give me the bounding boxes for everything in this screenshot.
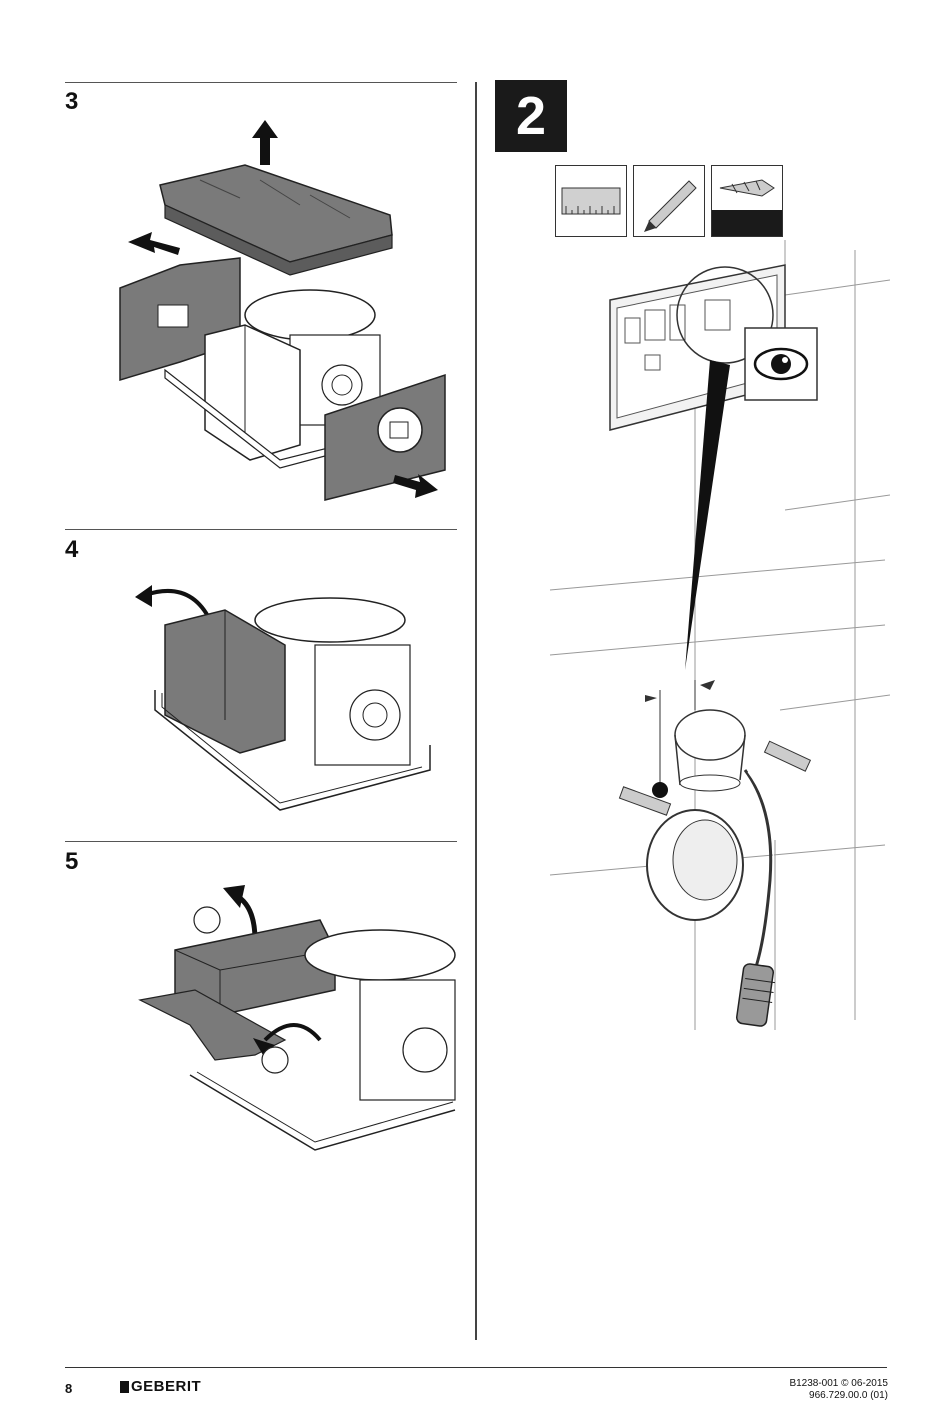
pencil-icon <box>633 165 705 237</box>
step-5-illustration <box>135 880 460 1160</box>
divider-top-left <box>65 82 457 83</box>
brand-name: GEBERIT <box>131 1378 201 1395</box>
step-2-badge: 2 <box>495 80 567 152</box>
step-4-number: 4 <box>65 536 78 564</box>
step-5-number: 5 <box>65 848 78 876</box>
divider-footer <box>65 1367 887 1368</box>
doc-code: 966.729.00.0 (01) <box>789 1390 888 1402</box>
doc-ref: B1238-001 © 06-2015 <box>789 1378 888 1390</box>
drill-bit-icon <box>711 165 783 237</box>
step-4-illustration <box>130 575 450 825</box>
document-reference: B1238-001 © 06-2015 966.729.00.0 (01) <box>789 1378 888 1402</box>
measuring-tape-icon <box>555 165 627 237</box>
divider-step5 <box>65 841 457 842</box>
column-divider <box>475 82 477 1340</box>
brand-logo: GEBERIT <box>120 1378 201 1395</box>
step-3-illustration <box>110 110 460 510</box>
page-number: 8 <box>65 1381 72 1396</box>
divider-step4 <box>65 529 457 530</box>
logo-square-icon <box>120 1381 129 1393</box>
step-2-illustration <box>545 240 890 1040</box>
step-3-number: 3 <box>65 88 78 116</box>
